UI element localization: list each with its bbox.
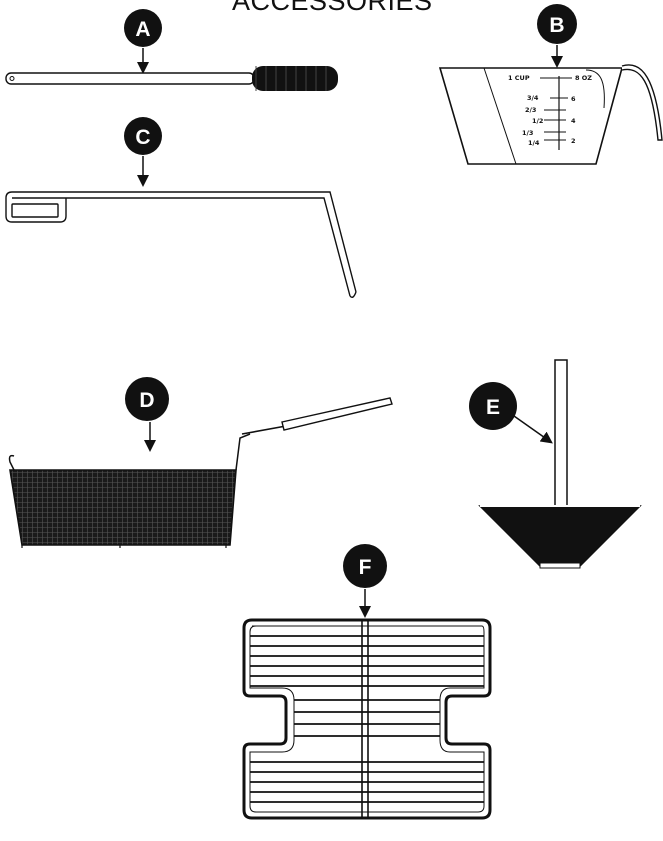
cleaning-brush-illustration	[5, 66, 338, 91]
badge-e-label: E	[486, 396, 500, 419]
cup-mark-8-oz: 8 OZ	[575, 74, 592, 82]
badge-a-label: A	[135, 18, 150, 41]
badge-f-label: F	[359, 556, 372, 579]
pointer-e-arrow	[513, 415, 553, 444]
accessory-b: B 1 CUP 3/4 2/3 1/2 1/3 1/4 8 OZ 6 4 2	[438, 4, 663, 165]
badge-c: C	[124, 117, 162, 155]
cup-mark-1-cup: 1 CUP	[508, 74, 530, 82]
cup-mark-6: 6	[571, 95, 576, 103]
badge-e: E	[469, 382, 517, 430]
accessory-a: A	[5, 9, 338, 91]
support-rack-illustration	[242, 618, 492, 820]
fry-basket-illustration	[8, 397, 393, 548]
page-title: ACCESSORIES	[232, 0, 433, 16]
accessory-d: D	[8, 377, 393, 548]
badge-f: F	[343, 544, 387, 588]
cup-mark-3-4: 3/4	[527, 94, 539, 102]
cup-mark-1-3: 1/3	[522, 129, 533, 137]
badge-b: B	[537, 4, 577, 44]
cup-mark-4: 4	[571, 117, 576, 125]
badge-c-label: C	[135, 126, 150, 149]
accessory-c: C	[5, 117, 357, 299]
measuring-cup-illustration: 1 CUP 3/4 2/3 1/2 1/3 1/4 8 OZ 6 4 2	[438, 64, 663, 165]
accessory-f: F	[242, 544, 492, 820]
cup-mark-2: 2	[571, 137, 576, 145]
accessory-e: E	[469, 359, 642, 569]
hanger-hook-illustration	[5, 191, 357, 299]
cup-mark-1-2: 1/2	[532, 117, 543, 125]
badge-b-label: B	[549, 14, 564, 37]
badge-d-label: D	[139, 389, 154, 412]
badge-a: A	[124, 9, 162, 47]
drain-funnel-illustration	[478, 359, 642, 569]
cup-mark-2-3: 2/3	[525, 106, 536, 114]
cup-mark-1-4: 1/4	[528, 139, 540, 147]
badge-d: D	[125, 377, 169, 421]
